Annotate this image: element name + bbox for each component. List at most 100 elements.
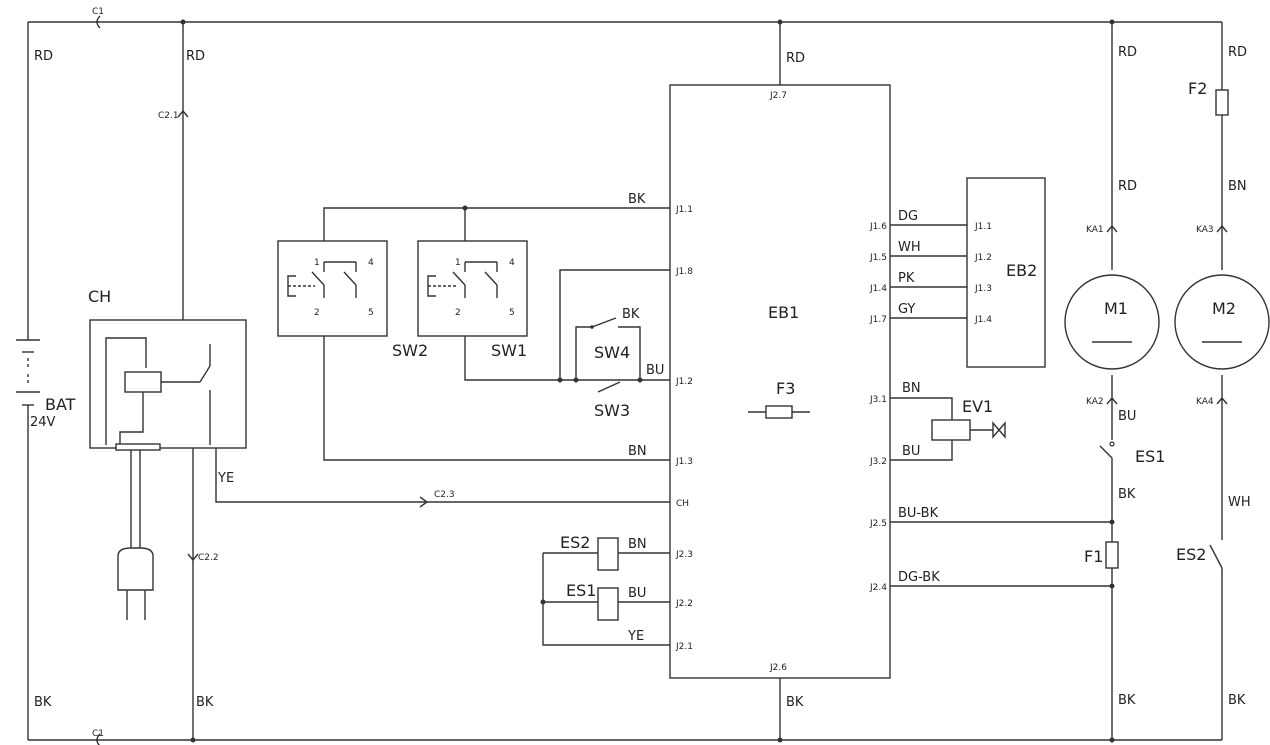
eb1-pin-j15: J1.5 — [869, 253, 887, 263]
motor-m2-branch: RD F2 BN KA3 M2 KA4 WH ES2 BK — [1174, 45, 1270, 708]
f3-label: F3 — [776, 379, 795, 398]
junction-dot — [777, 737, 783, 743]
m2-bn-label: BN — [1228, 179, 1247, 194]
eb2-label: EB2 — [1006, 261, 1037, 280]
m1-rd-label: RD — [1118, 179, 1137, 194]
eb2-pin-2: J1.2 — [974, 253, 992, 263]
charger-box — [89, 319, 247, 449]
c1-top-label: C1 — [92, 7, 104, 17]
eb1-pin-j22: J2.2 — [675, 599, 693, 609]
f3-fuse — [765, 405, 793, 419]
es1-coil — [597, 587, 619, 621]
sensor-ye-wire — [542, 553, 670, 646]
sw1-contact-1-label: 1 — [455, 258, 461, 268]
c22-connector-icon — [187, 553, 199, 562]
junction-dot — [637, 377, 643, 383]
eb1-pin-j23: J2.3 — [675, 550, 693, 560]
ka2-connector-icon — [1106, 396, 1118, 405]
c23-connector-icon — [419, 496, 429, 508]
eb2-board: EB2 J1.1 J1.2 J1.3 J1.4 — [966, 177, 1046, 368]
wires — [27, 21, 1223, 741]
junction-dot — [1109, 583, 1115, 589]
sw1-contact-2-label: 2 — [455, 308, 461, 318]
junction-dot — [462, 205, 468, 211]
sw1-contact-a — [452, 271, 466, 286]
sw2-box — [277, 240, 388, 337]
c1-bottom-label: C1 — [92, 729, 104, 739]
eb1-box — [669, 84, 891, 679]
es2-label: ES2 — [560, 533, 590, 552]
valve-ev1: EV1 — [931, 397, 1006, 441]
charger-ye-label: YE — [217, 471, 234, 486]
es2-coil — [597, 537, 619, 571]
f1-fuse — [1105, 541, 1119, 569]
m2-rd-label: RD — [1228, 45, 1247, 60]
junction-dot — [1109, 519, 1115, 525]
eb2-pk-label: PK — [898, 271, 915, 286]
motor-m1 — [1064, 274, 1160, 370]
c23-label: C2.3 — [434, 490, 455, 500]
es1-switch-label: ES1 — [1135, 447, 1165, 466]
sw3-bu-label: BU — [646, 363, 664, 378]
junction-dot — [1109, 737, 1115, 743]
dg-bk-label: DG-BK — [898, 570, 940, 585]
ev1-bn-label: BN — [902, 381, 921, 396]
charger-relay-coil — [124, 371, 162, 393]
sw1-contact-b — [484, 271, 498, 286]
m1-bk-label: BK — [1118, 487, 1136, 502]
eb1-pin-j18: J1.8 — [675, 267, 693, 277]
c21-connector-icon — [177, 109, 189, 118]
m2-wh-label: WH — [1228, 495, 1251, 510]
sw3-contact — [597, 381, 621, 393]
sw4-contact — [591, 317, 617, 328]
sensor-ye-label: YE — [627, 629, 644, 644]
eb1-bk-label: BK — [786, 695, 804, 710]
j11-bk-label: BK — [628, 192, 646, 207]
ev1-bu-wire — [890, 440, 953, 461]
charger-cable-gland — [115, 443, 161, 451]
m1-bk-bottom-label: BK — [1118, 693, 1136, 708]
c22-label: C2.2 — [198, 553, 219, 563]
sw4-left-wire — [575, 326, 592, 380]
es2-sensor-switch — [1209, 544, 1223, 569]
battery-label: BAT — [45, 395, 76, 414]
eb1-pin-j26: J2.6 — [769, 663, 787, 673]
bat-bk-label: BK — [34, 695, 52, 710]
es1-sensor-switch — [1099, 445, 1113, 459]
charger-plug-icon — [117, 547, 154, 591]
sw2-bn-wire — [323, 298, 670, 461]
eb1-board: EB1 F3 J2.7 J2.6 J1.1 J1.8 J1.2 J1.3 CH … — [669, 84, 891, 679]
switch-sw2: 1 2 4 5 SW2 — [277, 240, 428, 360]
es2-bn-label: BN — [628, 537, 647, 552]
eb2-dg-label: DG — [898, 209, 918, 224]
switch-sw4: BK SW4 — [590, 307, 640, 362]
ev1-coil — [931, 419, 971, 441]
motor-m2 — [1174, 274, 1270, 370]
junction-dot — [777, 19, 783, 25]
eb1-pin-j12: J1.2 — [675, 377, 693, 387]
valve-icon — [992, 421, 1006, 439]
connector-c1-bottom: C1 — [92, 729, 104, 745]
switch-sw1: 1 2 4 5 SW1 — [417, 240, 528, 360]
sw2-contact-a — [311, 271, 325, 286]
eb1-rd-label: RD — [786, 51, 805, 66]
junction-dot — [1109, 19, 1115, 25]
sw1-label: SW1 — [491, 341, 527, 360]
eb1-pin-j24: J2.4 — [869, 583, 887, 593]
battery: BAT 24V — [16, 339, 76, 430]
f1-label: F1 — [1084, 547, 1103, 566]
es2-switch-label: ES2 — [1176, 545, 1206, 564]
junction-dots — [180, 19, 1115, 743]
junction-dot — [573, 377, 579, 383]
junction-dot — [190, 737, 196, 743]
junction-dot — [540, 599, 546, 605]
bat-rd-label: RD — [34, 49, 53, 64]
sw4-label: SW4 — [594, 343, 630, 362]
ka4-connector-icon — [1216, 396, 1228, 405]
charger-relay-contact — [199, 365, 211, 383]
charger: CH YE — [88, 287, 247, 620]
ka4-label: KA4 — [1196, 397, 1214, 407]
eb2-wh-label: WH — [898, 240, 921, 255]
ev1-label: EV1 — [962, 397, 993, 416]
